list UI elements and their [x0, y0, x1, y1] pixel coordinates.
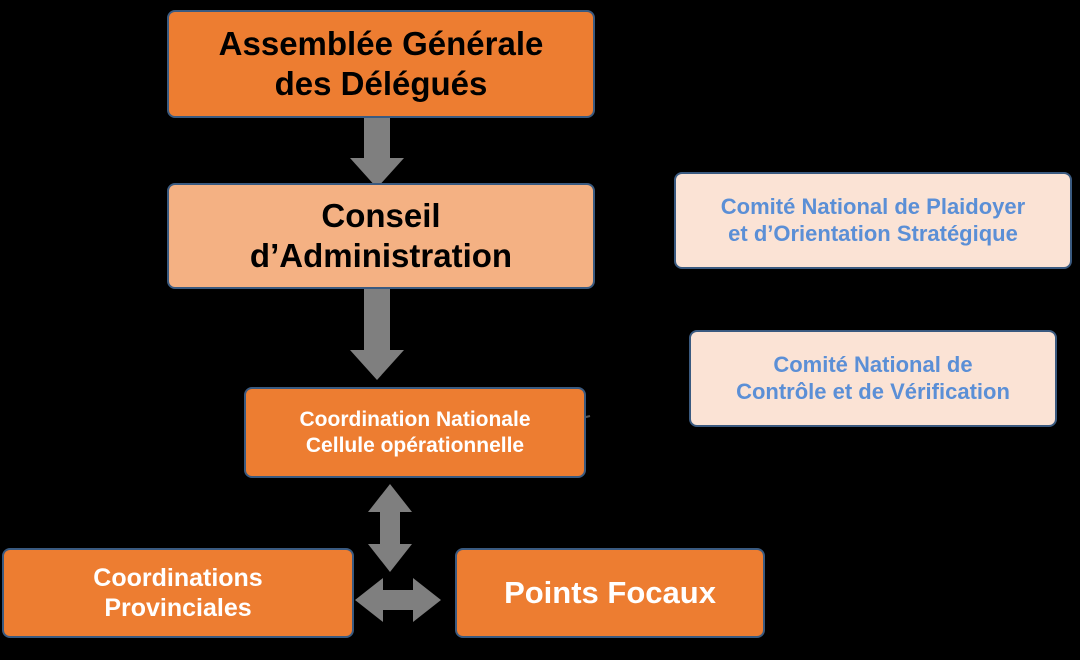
assemblee-generale-node: Assemblée Générale des Délégués	[167, 10, 595, 118]
comite-plaidoyer-node: Comité National de Plaidoyer et d’Orient…	[674, 172, 1072, 269]
coordination-nationale-node: Coordination Nationale Cellule opération…	[244, 387, 586, 478]
arrow-assemblee-to-conseil	[350, 118, 404, 188]
comite-controle-node: Comité National de Contrôle et de Vérifi…	[689, 330, 1057, 427]
coordinations-provinciales-label: Coordinations Provinciales	[93, 564, 263, 622]
coordinations-provinciales-node: Coordinations Provinciales	[2, 548, 354, 638]
comite-controle-label: Comité National de Contrôle et de Vérifi…	[736, 352, 1010, 404]
conseil-administration-label: Conseil d’Administration	[249, 197, 513, 274]
points-focaux-node: Points Focaux	[455, 548, 765, 638]
conseil-administration-node: Conseil d’Administration	[167, 183, 595, 289]
comite-plaidoyer-label: Comité National de Plaidoyer et d’Orient…	[720, 194, 1026, 246]
coordination-nationale-label: Coordination Nationale Cellule opération…	[299, 408, 531, 457]
points-focaux-label: Points Focaux	[504, 575, 716, 611]
arrow-provinciales-points-focaux	[355, 578, 441, 622]
arrow-conseil-to-coordination	[350, 289, 404, 380]
arrow-coordination-bidirectional	[368, 484, 412, 572]
assemblee-generale-label: Assemblée Générale des Délégués	[218, 25, 544, 102]
